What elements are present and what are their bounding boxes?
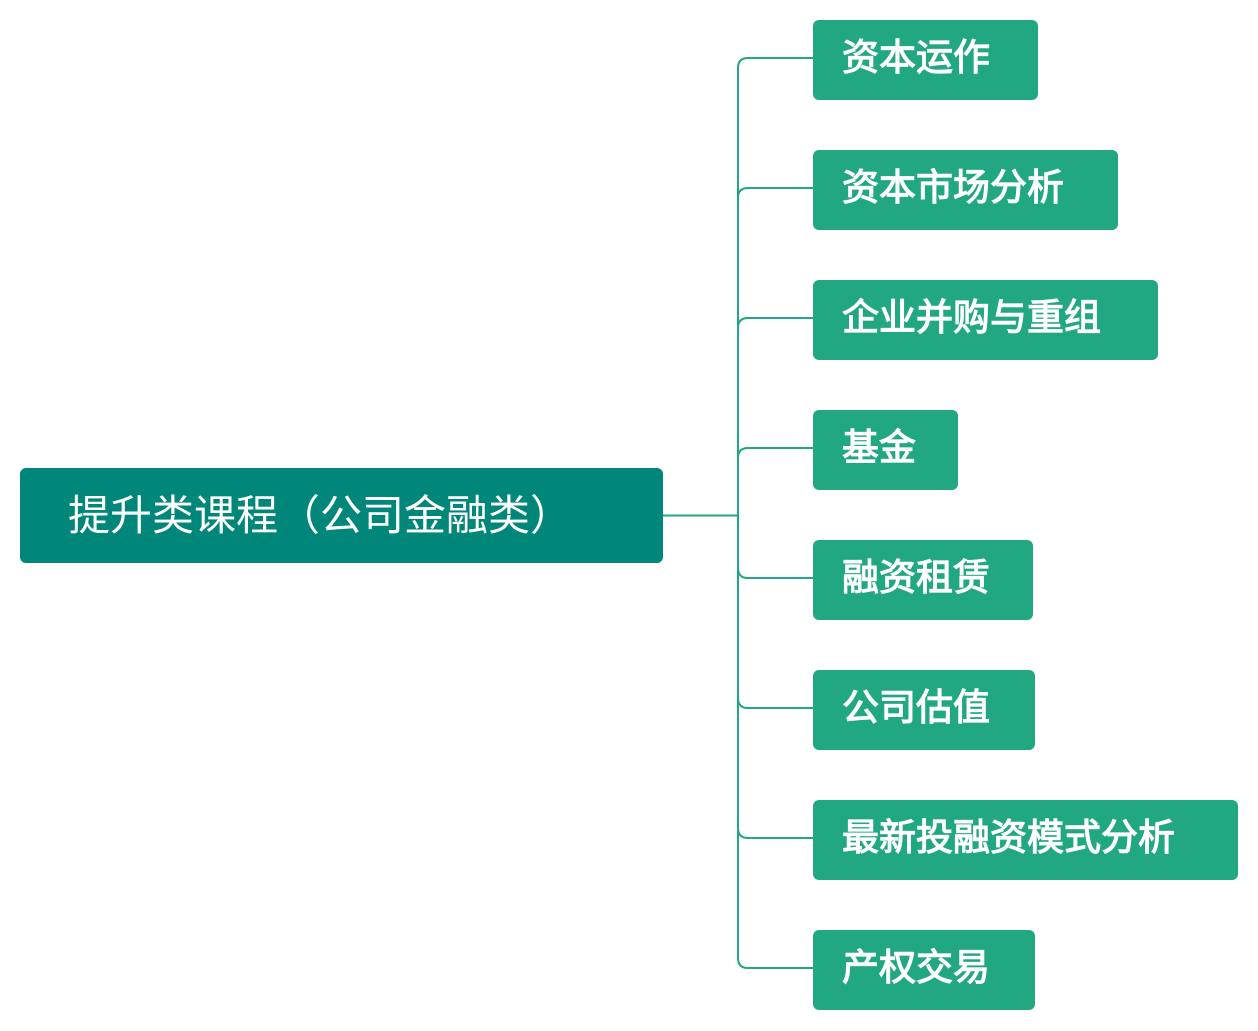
root-node-label: 提升类课程（公司金融类） (68, 491, 573, 540)
connector-branch-7 (737, 515, 813, 969)
child-node-fund[interactable]: 基金 (813, 410, 958, 490)
child-node-label: 产权交易 (842, 946, 990, 989)
child-node-label: 最新投融资模式分析 (842, 816, 1175, 859)
child-node-label: 基金 (842, 426, 916, 469)
child-node-company-valuation[interactable]: 公司估值 (813, 670, 1035, 750)
child-node-label: 融资租赁 (842, 556, 990, 599)
child-node-property-rights-trading[interactable]: 产权交易 (813, 930, 1035, 1010)
child-node-label: 公司估值 (842, 686, 990, 729)
connector-branch-5 (737, 515, 813, 709)
child-node-label: 资本市场分析 (842, 166, 1064, 209)
child-node-capital-operation[interactable]: 资本运作 (813, 20, 1038, 100)
connector-branch-4 (737, 515, 813, 579)
child-node-label: 资本运作 (842, 36, 990, 79)
connector-branch-2 (737, 317, 813, 516)
connector-branch-3 (737, 447, 813, 516)
connector-branch-0 (737, 57, 813, 516)
child-node-financial-leasing[interactable]: 融资租赁 (813, 540, 1033, 620)
root-node[interactable]: 提升类课程（公司金融类） (20, 468, 663, 563)
connector-branch-1 (737, 187, 813, 516)
child-node-investment-financing-models[interactable]: 最新投融资模式分析 (813, 800, 1238, 880)
connector-branch-6 (737, 515, 813, 839)
child-node-capital-market-analysis[interactable]: 资本市场分析 (813, 150, 1118, 230)
child-node-label: 企业并购与重组 (842, 296, 1101, 339)
child-node-mergers-restructuring[interactable]: 企业并购与重组 (813, 280, 1158, 360)
